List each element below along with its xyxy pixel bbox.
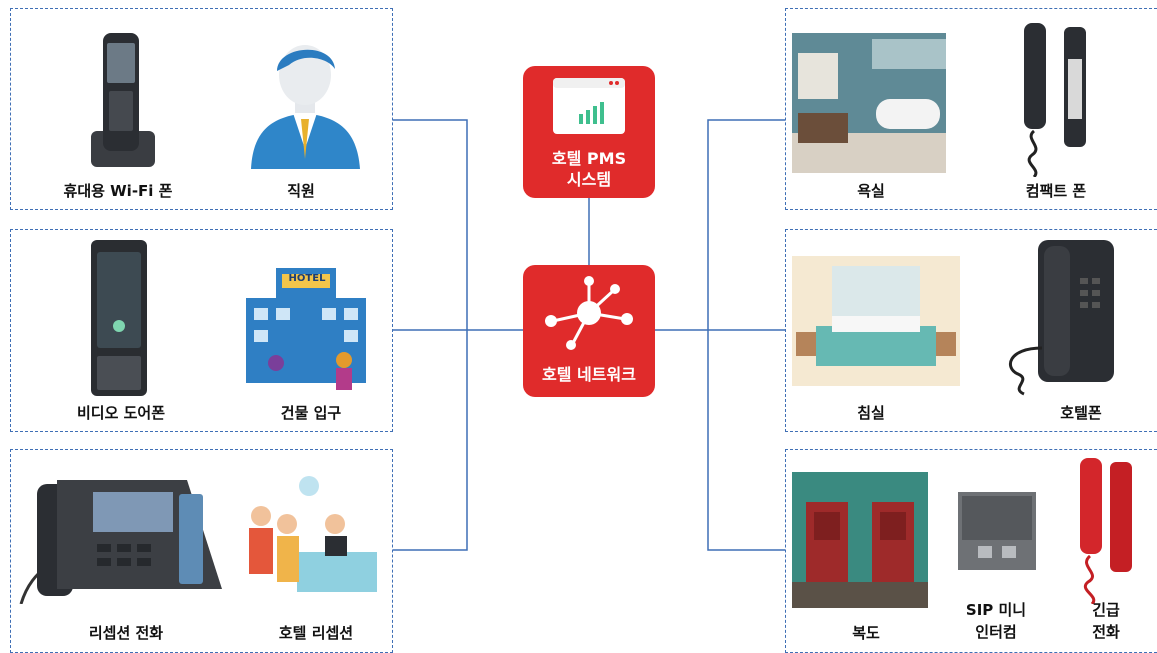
label-reception-phone: 리셉션 전화 [88,624,164,642]
bedroom-photo [792,256,960,386]
sip-mini-intercom-icon [958,492,1036,570]
network-hub-icon [545,276,633,350]
label-hotel-reception: 호텔 리셉션 [278,624,354,642]
hotel-phone-icon [1008,240,1114,396]
hotel-building-icon [246,268,366,390]
label-emergency-line1: 긴급 [1092,601,1120,619]
hotel-network: 호텔 네트워크 [523,265,655,397]
network-label: 호텔 네트워크 [542,365,636,384]
corridor-photo [792,472,928,608]
group-bathroom-devices: 욕실 컴팩트 폰 [785,8,1157,210]
label-corridor: 복도 [852,624,880,642]
group-corridor-devices: 복도 SIP 미니 인터컴 긴급 전화 [785,449,1157,653]
hotel-pms-system: 호텔 PMS 시스템 [523,66,655,198]
group-bedroom-devices: 침실 호텔폰 [785,229,1157,432]
label-compact-phone: 컴팩트 폰 [1025,182,1087,200]
group-reception-devices: 리셉션 전화 호텔 리셉션 [10,449,393,653]
label-sip-intercom-line2: 인터컴 [975,623,1017,641]
pms-label-line2: 시스템 [566,170,612,189]
bathroom-photo [792,33,946,173]
label-bathroom: 욕실 [857,182,885,200]
emergency-phone-icon [1080,458,1132,604]
compact-phone-icon [1024,23,1086,177]
group-staff-devices: 휴대용 Wi-Fi 폰 직원 [10,8,393,210]
staff-person-icon [251,45,360,169]
label-video-doorphone: 비디오 도어폰 [76,404,166,422]
building-sign: HOTEL [288,273,326,284]
video-doorphone-icon [91,240,147,396]
label-sip-intercom-line1: SIP 미니 [965,601,1027,619]
desk-phone-icon [19,480,222,604]
label-bedroom: 침실 [857,404,885,422]
label-hotel-phone: 호텔폰 [1060,404,1102,422]
label-wifi-phone: 휴대용 Wi-Fi 폰 [63,182,173,200]
group-entrance-devices: HOTEL 비디오 도어폰 건물 입구 [10,229,393,432]
label-building-entrance: 건물 입구 [280,404,342,422]
pms-label-line1: 호텔 PMS [551,149,627,168]
hotel-reception-icon [249,476,377,592]
label-emergency-line2: 전화 [1092,623,1120,641]
label-staff: 직원 [287,182,315,200]
wifi-handset-icon [91,33,155,167]
dashboard-window-icon [553,78,625,134]
